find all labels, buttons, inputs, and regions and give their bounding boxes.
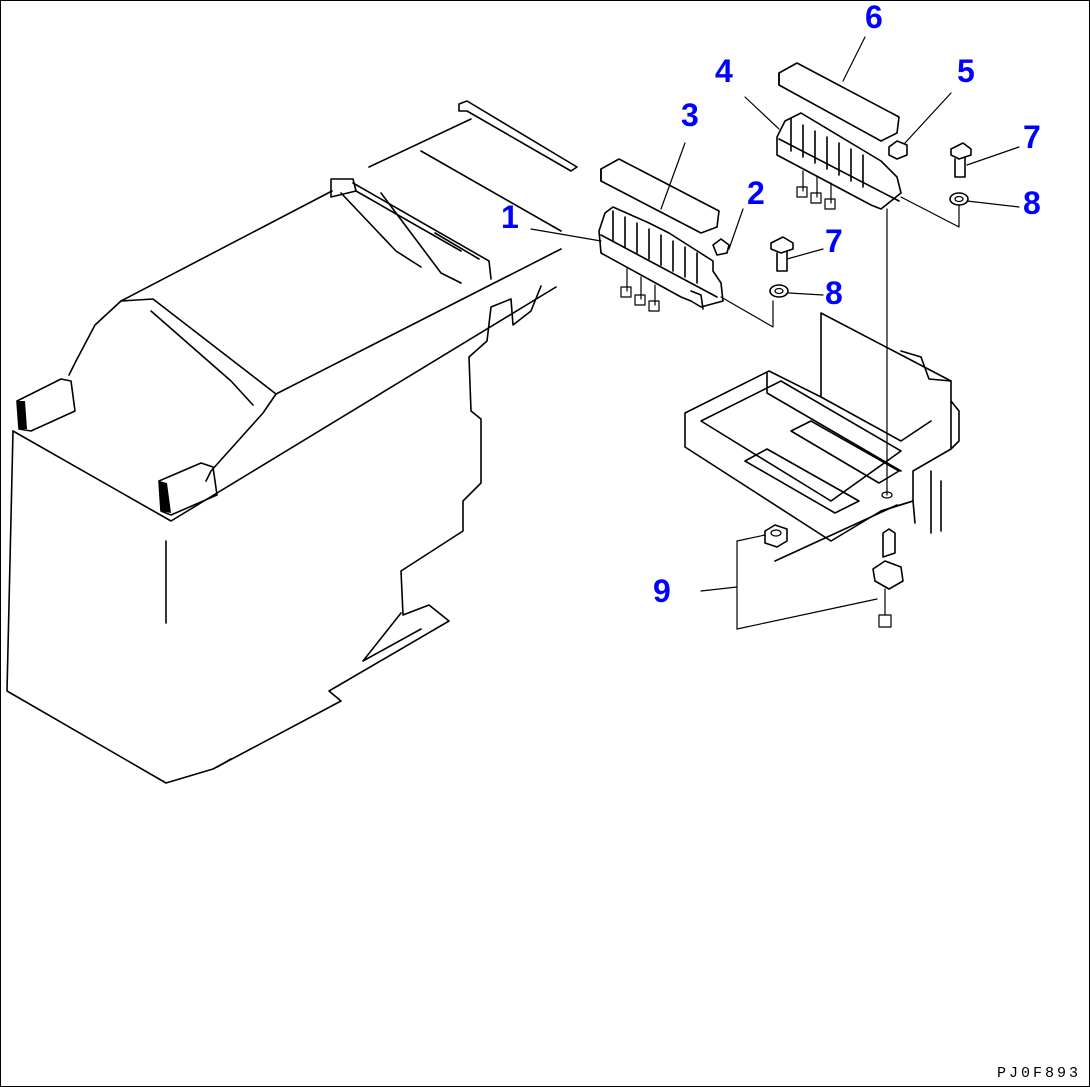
callout-7-lower: 7 — [825, 223, 843, 259]
callout-2: 2 — [747, 175, 765, 211]
drawing-code: PJ0F893 — [996, 1065, 1081, 1082]
terminal-block-4 — [744, 36, 960, 496]
mounting-tray — [684, 312, 960, 562]
callout-5: 5 — [957, 53, 975, 89]
bolt-washer-pair-1 — [769, 236, 824, 298]
callout-1: 1 — [501, 199, 519, 235]
terminal-block-1 — [530, 142, 774, 328]
callout-8-upper: 8 — [1023, 185, 1041, 221]
callout-9: 9 — [653, 573, 671, 609]
callout-6: 6 — [865, 0, 883, 35]
console-body — [6, 100, 578, 784]
callout-4: 4 — [715, 53, 733, 89]
callout-7-upper: 7 — [1023, 119, 1041, 155]
callout-8-lower: 8 — [825, 275, 843, 311]
fastener-set-9 — [700, 524, 904, 630]
bolt-washer-pair-2 — [949, 142, 1020, 208]
callout-3: 3 — [681, 97, 699, 133]
